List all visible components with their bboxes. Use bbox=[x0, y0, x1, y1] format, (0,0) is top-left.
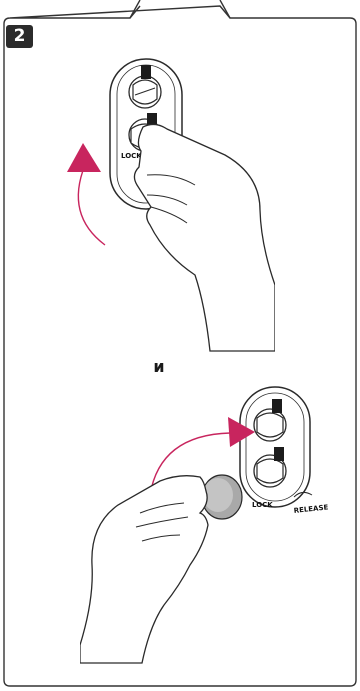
coin-rotation-arc bbox=[149, 432, 231, 496]
coin-rotation-arrowhead bbox=[228, 417, 255, 447]
rotation-arc bbox=[77, 164, 106, 246]
lock-label: LOCK bbox=[252, 501, 273, 509]
mount-lock-label: LOCK bbox=[121, 152, 142, 160]
rotation-arrowhead bbox=[67, 143, 101, 172]
release-label: RELEASE bbox=[293, 503, 329, 515]
coin-hand-outline bbox=[80, 475, 209, 664]
lock-turn-illustration: LOCK bbox=[67, 58, 275, 352]
hand-outline bbox=[133, 123, 275, 352]
lower-illus-upper-dial bbox=[253, 399, 287, 442]
step-number-badge: 2 bbox=[6, 25, 33, 48]
lower-illus-lower-dial bbox=[253, 447, 287, 488]
upper-lock-dial bbox=[128, 65, 162, 109]
coin-turn-illustration: LOCK RELEASE bbox=[80, 386, 329, 664]
conjunction-text: и bbox=[153, 357, 165, 376]
